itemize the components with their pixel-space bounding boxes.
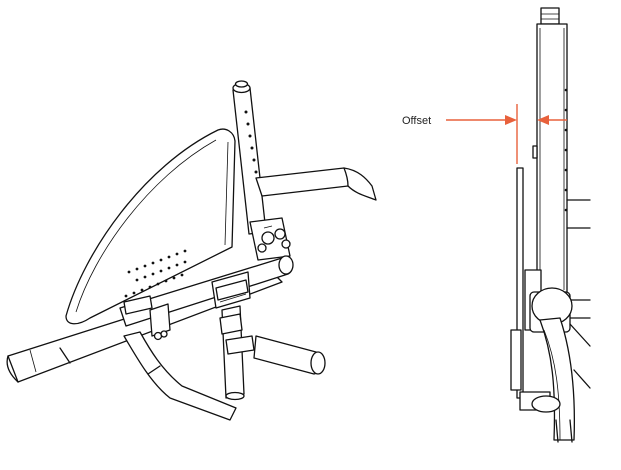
side-main-post (532, 23, 568, 295)
offset-label: Offset (402, 115, 431, 127)
offset-dimension: Offset (402, 104, 567, 164)
push-handle (255, 167, 377, 201)
mounting-clamp-bracket (249, 217, 291, 261)
side-bottom-foot (519, 391, 573, 443)
side-handle-stub (566, 199, 591, 229)
side-backrest-plate (510, 167, 524, 399)
backrest-shell (65, 128, 236, 325)
isometric-assembly-drawing (6, 80, 377, 421)
bottom-curved-leg (123, 331, 237, 421)
vertical-cane-post (232, 80, 267, 235)
offset-left-arrow-icon (537, 115, 549, 125)
side-curved-leg (539, 317, 576, 441)
lower-right-stub-tube (253, 335, 326, 375)
lower-hanging-post (219, 305, 255, 401)
left-tube-clamp (123, 295, 171, 341)
side-view-drawing: Offset (402, 7, 591, 443)
side-lower-tubes (569, 323, 591, 389)
shell-mounting-holes (124, 249, 187, 298)
offset-right-arrow-icon (505, 115, 517, 125)
right-tube-clamp (211, 271, 251, 309)
post-top-cap (540, 7, 560, 25)
